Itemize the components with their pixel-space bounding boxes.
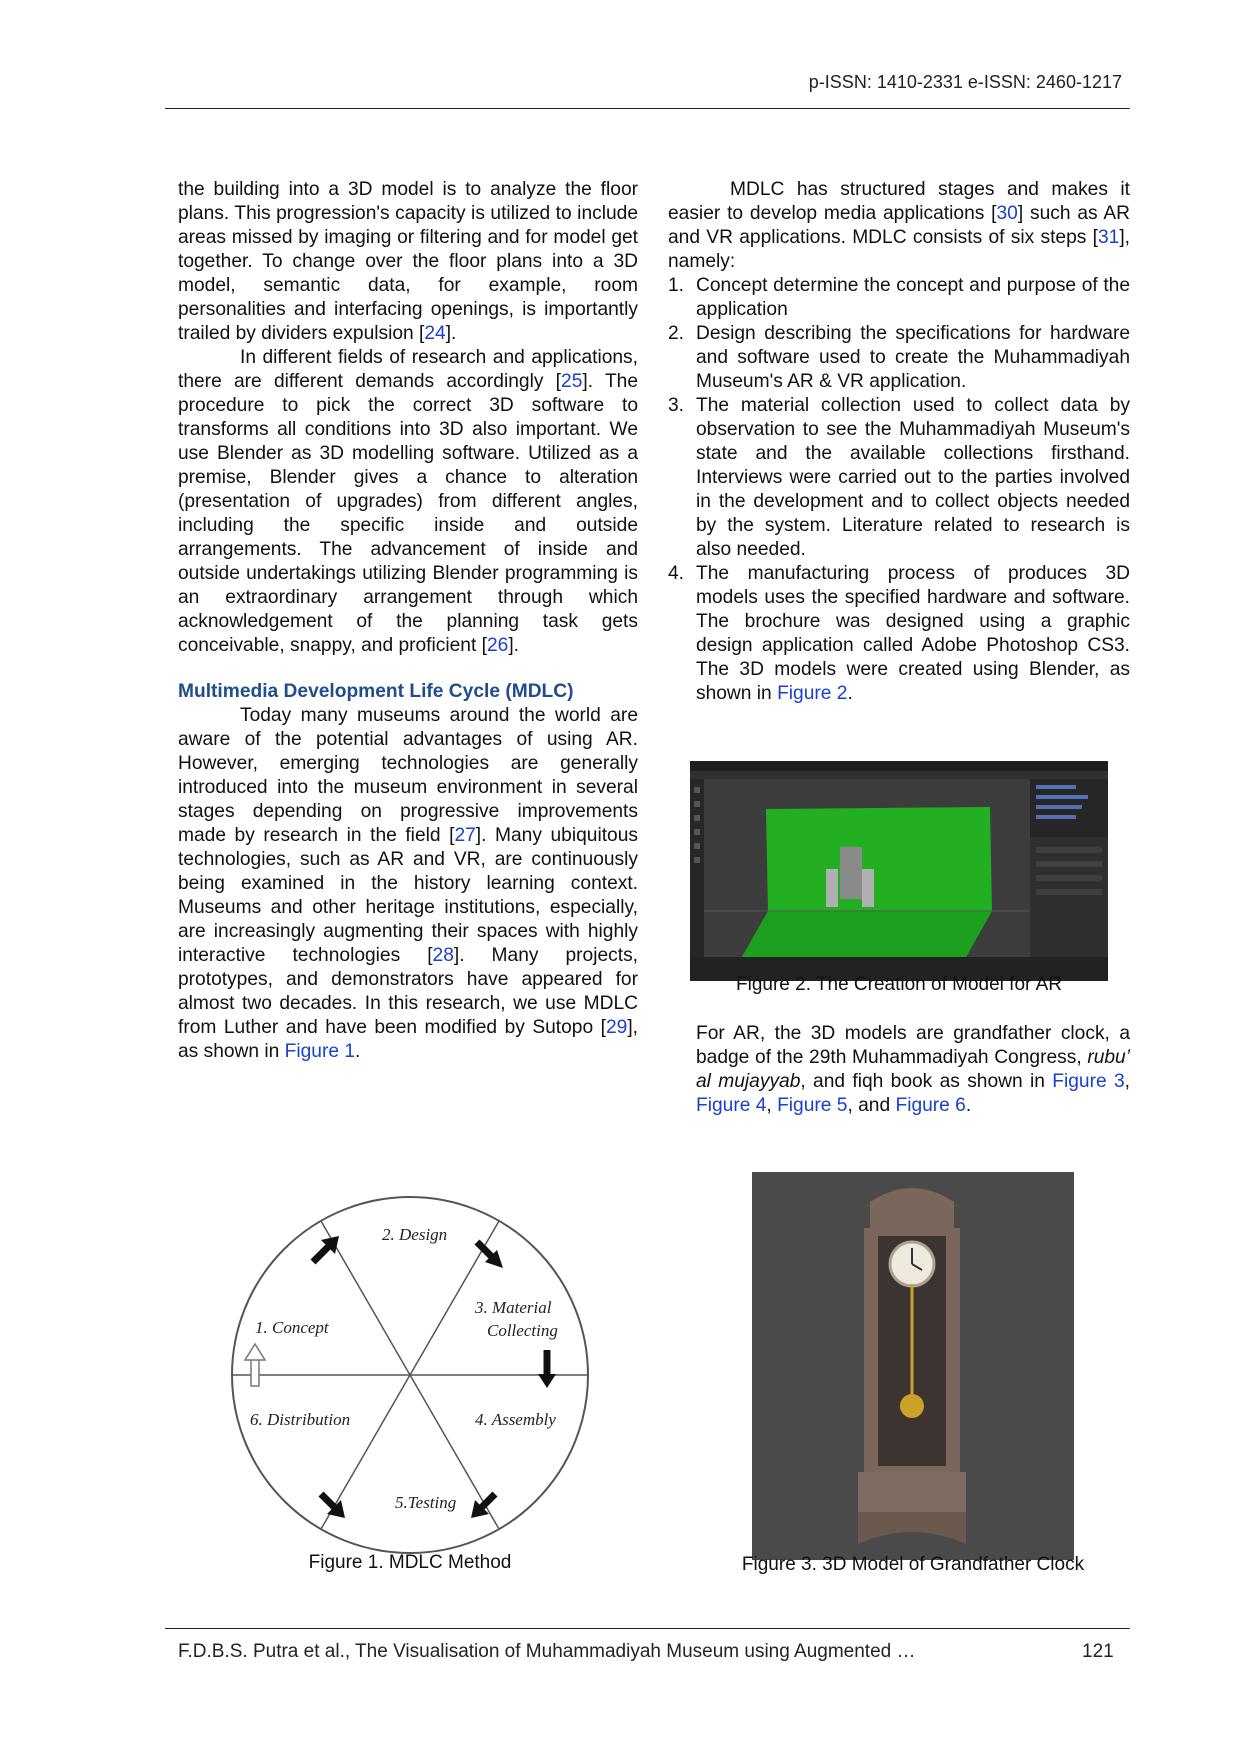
right-column-lower: For AR, the 3D models are grandfather cl… (668, 1022, 1130, 1118)
list-item: 3.The material collection used to collec… (668, 395, 1130, 560)
list-item: 2.Design describing the specifications f… (668, 323, 1130, 392)
stage-testing-label: 5.Testing (395, 1493, 456, 1512)
page-header: p-ISSN: 1410-2331 e-ISSN: 2460-1217 (165, 70, 1130, 109)
figure-3-caption: Figure 3. 3D Model of Grandfather Clock (741, 1554, 1085, 1575)
figure-2-blender-screenshot (690, 761, 1108, 981)
citation-link[interactable]: 29 (605, 1017, 628, 1038)
section-heading: Multimedia Development Life Cycle (MDLC) (178, 681, 574, 702)
citation-link[interactable]: 30 (996, 203, 1018, 224)
citation-link[interactable]: 28 (432, 945, 454, 966)
arrow-icon (474, 1239, 503, 1268)
citation-link[interactable]: 25 (561, 371, 583, 392)
figure-link[interactable]: Figure 1 (284, 1041, 356, 1062)
arrow-icon (538, 1350, 556, 1388)
paragraph: MDLC has structured stages and makes it … (668, 179, 1130, 272)
figure-link[interactable]: Figure 6 (895, 1095, 966, 1116)
paragraph: For AR, the 3D models are grandfather cl… (696, 1023, 1130, 1116)
stage-material-label-line2: Collecting (487, 1321, 558, 1340)
figure-2-caption: Figure 2. The Creation of Model for AR (736, 974, 1062, 995)
paragraph: the building into a 3D model is to analy… (178, 179, 638, 344)
stage-assembly-label: 4. Assembly (475, 1410, 556, 1429)
arrow-icon (243, 1342, 267, 1387)
figure-link[interactable]: Figure 3 (1052, 1071, 1125, 1092)
right-column: MDLC has structured stages and makes it … (668, 178, 1130, 706)
figure-1-mdlc-diagram: 2. Design 3. Material Collecting 1. Conc… (225, 1190, 595, 1560)
blender-ui-illustration (690, 761, 1108, 981)
grandfather-clock-illustration (752, 1172, 1074, 1560)
arrow-icon (310, 1236, 339, 1265)
page-number: 121 (1082, 1641, 1114, 1662)
footer-citation: F.D.B.S. Putra et al., The Visualisation… (178, 1641, 916, 1662)
list-item: 4.The manufacturing process of produces … (668, 563, 1130, 704)
left-column: the building into a 3D model is to analy… (178, 178, 638, 1064)
figure-link[interactable]: Figure 4 (696, 1095, 767, 1116)
stage-concept-label: 1. Concept (255, 1318, 330, 1337)
figure-1-caption: Figure 1. MDLC Method (308, 1552, 512, 1573)
figure-link[interactable]: Figure 2 (777, 683, 848, 704)
citation-link[interactable]: 26 (486, 635, 509, 656)
issn-text: p-ISSN: 1410-2331 e-ISSN: 2460-1217 (808, 72, 1122, 92)
mdlc-steps-list: 1.Concept determine the concept and purp… (668, 274, 1130, 706)
citation-link[interactable]: 31 (1097, 227, 1120, 248)
citation-link[interactable]: 24 (424, 323, 446, 344)
paragraph: In different fields of research and appl… (178, 347, 639, 656)
arrow-icon (318, 1491, 345, 1518)
paragraph: Today many museums around the world are … (178, 705, 639, 1062)
citation-link[interactable]: 27 (454, 825, 476, 846)
stage-distribution-label: 6. Distribution (250, 1410, 350, 1429)
list-item: 1.Concept determine the concept and purp… (668, 275, 1130, 320)
mdlc-cycle-diagram: 2. Design 3. Material Collecting 1. Conc… (231, 1196, 589, 1554)
figure-link[interactable]: Figure 5 (777, 1095, 848, 1116)
footer-rule (165, 1628, 1130, 1629)
stage-design-label: 2. Design (382, 1225, 447, 1244)
stage-material-label-line1: 3. Material (474, 1298, 552, 1317)
arrow-icon (471, 1491, 498, 1518)
figure-3-grandfather-clock (752, 1172, 1074, 1560)
